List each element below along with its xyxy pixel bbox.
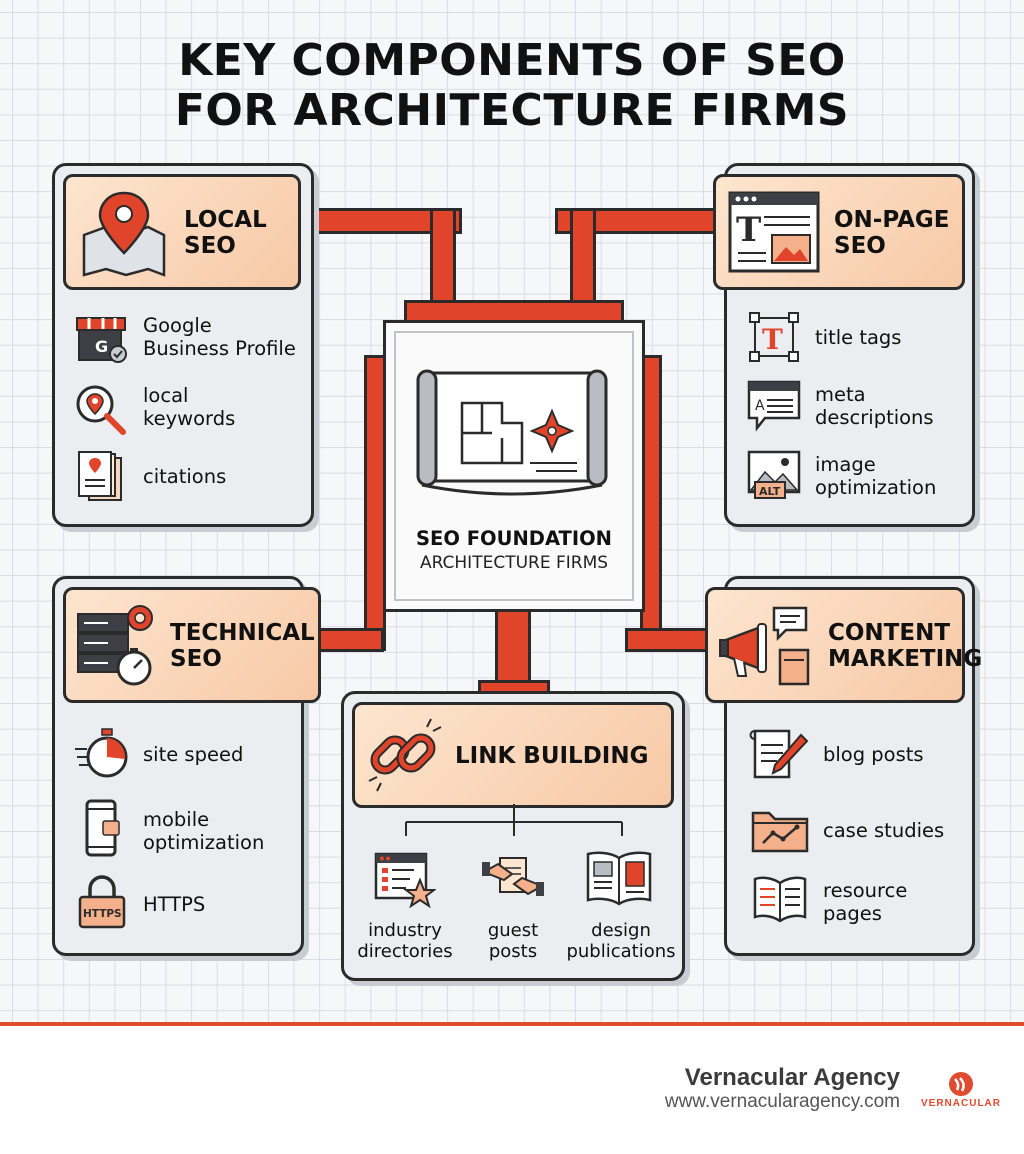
directory-star-icon: [374, 852, 436, 908]
open-book-icon: [753, 876, 807, 923]
stopwatch-icon: [75, 728, 128, 778]
magnifier-pin-icon: [76, 385, 126, 435]
onpage-item-image: image optimization: [815, 453, 937, 499]
map-pin-icon: [82, 191, 166, 277]
tech-item-site-speed: site speed: [143, 743, 244, 766]
blueprint-icon: [416, 369, 608, 496]
technical-seo-card: TECHNICAL SEO site speed mobile optimiza…: [52, 576, 321, 956]
local-item-gbp: Google Business Profile: [143, 314, 296, 360]
local-item-keywords: local keywords: [143, 384, 236, 430]
magazine-icon: [586, 851, 652, 906]
title-line-1: KEY COMPONENTS OF SEO: [178, 35, 846, 86]
onpage-item-meta: meta descriptions: [815, 383, 934, 429]
onpage-item-title-tags: title tags: [815, 326, 902, 349]
technical-seo-heading: TECHNICAL SEO: [170, 620, 315, 672]
lb-item-directories: industry directories: [357, 920, 453, 962]
documents-icon: [78, 451, 122, 501]
link-building-heading: LINK BUILDING: [455, 743, 649, 769]
content-marketing-heading: CONTENT MARKETING: [828, 620, 983, 672]
technical-seo-header: TECHNICAL SEO: [63, 587, 321, 703]
megaphone-icon: [719, 606, 810, 686]
chain-link-icon: [368, 718, 442, 792]
pipe-right-h: [625, 628, 716, 652]
pipe-left-h: [318, 628, 384, 652]
on-page-seo-card: T ON-PAGE SEO T title tags A meta descri…: [713, 163, 975, 527]
alt-badge-text: ALT: [759, 485, 781, 498]
svg-text:A: A: [755, 398, 765, 414]
foundation-title: SEO FOUNDATION: [416, 527, 612, 550]
meta-description-icon: A: [747, 380, 801, 432]
content-item-case-studies: case studies: [823, 819, 945, 842]
pipe-local-v: [430, 208, 456, 314]
title-line-2: FOR ARCHITECTURE FIRMS: [174, 85, 850, 136]
padlock-icon: HTTPS: [78, 875, 126, 929]
local-item-citations: citations: [143, 465, 227, 488]
brand-name: Vernacular Agency: [684, 1064, 900, 1091]
seo-foundation-box: SEO FOUNDATION ARCHITECTURE FIRMS: [383, 320, 645, 612]
https-badge-text: HTTPS: [83, 908, 122, 920]
image-alt-icon: ALT: [747, 450, 801, 499]
server-gear-icon: [77, 605, 153, 686]
vernacular-logo-icon: [949, 1072, 973, 1096]
foundation-subtitle: ARCHITECTURE FIRMS: [419, 553, 609, 573]
local-seo-header: LOCAL SEO: [63, 174, 301, 290]
document-pen-icon: [749, 729, 809, 779]
mobile-phone-icon: [85, 799, 120, 857]
footer-divider: [0, 1022, 1024, 1026]
brand-url[interactable]: www.vernacularagency.com: [664, 1091, 900, 1112]
content-marketing-header: CONTENT MARKETING: [705, 587, 982, 703]
content-item-resources: resource pages: [823, 879, 908, 925]
logo-wordmark: VERNACULAR: [921, 1098, 1001, 1109]
lb-item-guest-posts: guest posts: [487, 920, 539, 962]
tech-item-mobile: mobile optimization: [143, 808, 265, 854]
foundation-inner-frame: [394, 331, 634, 601]
pipe-onpage-v: [570, 208, 596, 314]
link-building-card: LINK BUILDING industry directori: [341, 691, 685, 981]
google-badge-text: G: [95, 337, 108, 356]
tree-connector: [405, 804, 623, 836]
folder-chart-icon: [751, 811, 809, 853]
on-page-seo-heading: ON-PAGE SEO: [834, 207, 950, 259]
handshake-document-icon: [482, 857, 544, 896]
storefront-icon: G: [76, 317, 127, 363]
link-building-header: LINK BUILDING: [352, 702, 674, 808]
tech-item-https: HTTPS: [143, 893, 206, 916]
on-page-seo-header: T ON-PAGE SEO: [713, 174, 965, 290]
page-title: KEY COMPONENTS OF SEO FOR ARCHITECTURE F…: [0, 36, 1024, 136]
local-seo-heading: LOCAL SEO: [184, 207, 267, 259]
content-marketing-card: CONTENT MARKETING blog posts case studie…: [705, 576, 982, 956]
lb-item-publications: design publications: [566, 920, 676, 962]
title-tag-icon: T: [749, 312, 799, 362]
local-seo-card: LOCAL SEO G Google Business Profile loca…: [52, 163, 314, 527]
svg-text:T: T: [762, 323, 783, 356]
web-page-icon: T: [728, 191, 820, 273]
svg-text:T: T: [736, 210, 761, 250]
content-item-blog: blog posts: [823, 743, 924, 766]
